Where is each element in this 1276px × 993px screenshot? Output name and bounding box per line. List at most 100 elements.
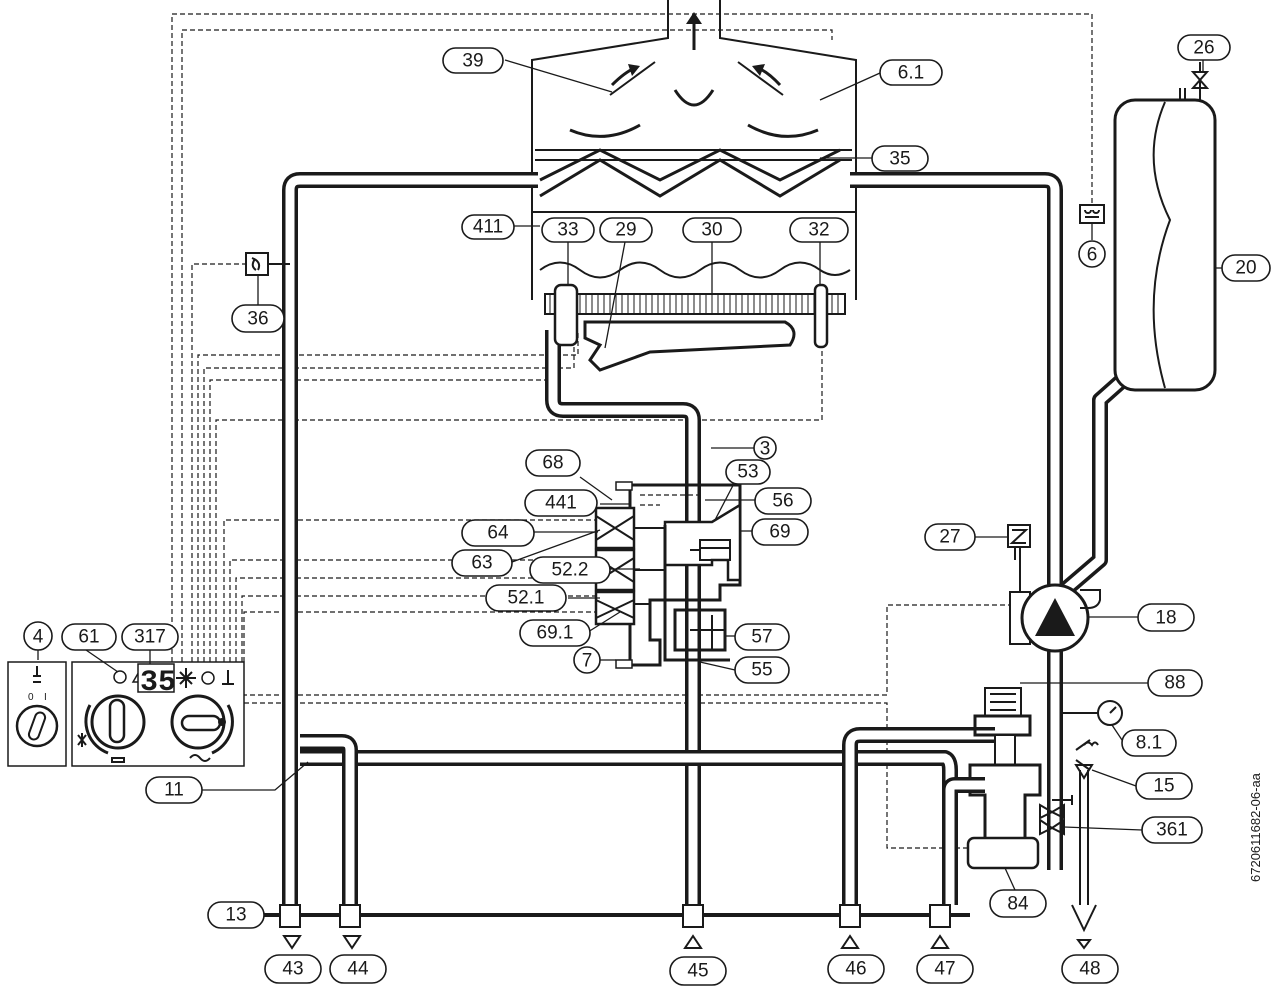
label-52-1: 52.1: [485, 584, 567, 612]
label-317: 317: [121, 623, 179, 651]
service-icon: [176, 668, 196, 688]
svg-text:57: 57: [751, 627, 772, 648]
label-48: 48: [1061, 954, 1119, 984]
svg-text:361: 361: [1156, 820, 1188, 841]
label-411: 411: [461, 214, 515, 240]
control-wiring: [171, 13, 1093, 849]
label-44: 44: [329, 954, 387, 984]
burner-status-icon: [113, 670, 127, 684]
svg-text:64: 64: [487, 523, 509, 544]
svg-text:32: 32: [808, 220, 829, 241]
gas-valve: [594, 481, 742, 669]
svg-text:15: 15: [1153, 776, 1174, 797]
svg-text:20: 20: [1235, 258, 1256, 279]
svg-text:46: 46: [845, 959, 866, 980]
temperature-sensor: [245, 252, 290, 276]
label-26: 26: [1177, 34, 1231, 61]
control-panel: 0 I 35: [7, 661, 245, 767]
svg-text:52.1: 52.1: [508, 588, 545, 609]
diverter-valve: [942, 687, 1042, 870]
document-code: 6720611682-06-aa: [1248, 772, 1263, 882]
svg-text:45: 45: [687, 961, 708, 982]
svg-text:53: 53: [737, 462, 758, 483]
label-35: 35: [871, 145, 929, 172]
svg-text:18: 18: [1155, 608, 1176, 629]
svg-text:56: 56: [772, 491, 793, 512]
label-36: 36: [231, 304, 285, 333]
svg-text:44: 44: [347, 959, 369, 980]
svg-text:27: 27: [939, 527, 960, 548]
label-56: 56: [754, 487, 812, 515]
label-43: 43: [264, 954, 322, 984]
label-20: 20: [1221, 254, 1271, 282]
label-84: 84: [989, 889, 1047, 918]
label-33: 33: [541, 217, 595, 243]
reference-labels: 39 6.1 35 411 33 29 30 32 36 6 26 20 3 6…: [23, 34, 1271, 986]
leader-lines: [37, 59, 1222, 916]
label-29: 29: [599, 217, 653, 243]
label-45: 45: [669, 956, 727, 986]
label-68: 68: [525, 449, 581, 477]
svg-text:43: 43: [282, 959, 303, 980]
valves-and-gauge: [1007, 524, 1123, 950]
svg-text:68: 68: [542, 453, 563, 474]
svg-text:88: 88: [1164, 673, 1185, 694]
svg-text:13: 13: [225, 905, 246, 926]
label-63: 63: [451, 549, 513, 577]
svg-text:411: 411: [473, 217, 503, 238]
svg-text:69: 69: [769, 522, 790, 543]
flue-hood: [531, 0, 857, 300]
switch-off-label: 0: [28, 692, 34, 703]
label-11: 11: [145, 776, 203, 804]
svg-text:29: 29: [615, 220, 636, 241]
label-69: 69: [751, 518, 809, 546]
svg-text:30: 30: [701, 220, 722, 241]
label-8-1: 8.1: [1121, 729, 1177, 757]
heating-temperature-knob[interactable]: [84, 694, 146, 755]
label-15: 15: [1135, 772, 1193, 800]
label-13: 13: [207, 901, 265, 929]
svg-text:69.1: 69.1: [537, 623, 574, 644]
svg-text:39: 39: [462, 51, 483, 72]
svg-text:35: 35: [889, 149, 910, 170]
svg-text:3: 3: [760, 439, 771, 460]
pump: [1009, 583, 1101, 653]
svg-text:8.1: 8.1: [1136, 733, 1162, 754]
svg-text:6.1: 6.1: [898, 63, 924, 84]
svg-text:52.2: 52.2: [552, 560, 589, 581]
heating-icon: [111, 757, 125, 763]
svg-text:55: 55: [751, 660, 772, 681]
power-icon: [33, 666, 41, 683]
flue-sensor: [1079, 204, 1105, 224]
svg-text:48: 48: [1079, 959, 1100, 980]
label-53: 53: [725, 459, 771, 485]
svg-text:61: 61: [78, 627, 99, 648]
main-switch[interactable]: [15, 704, 59, 748]
label-69-1: 69.1: [519, 619, 591, 647]
hot-water-icon: [189, 754, 211, 762]
label-57: 57: [734, 623, 790, 651]
reset-icon[interactable]: [201, 671, 215, 685]
label-61: 61: [61, 623, 117, 651]
svg-text:6: 6: [1087, 245, 1098, 266]
svg-text:11: 11: [164, 780, 184, 801]
label-46: 46: [827, 954, 885, 984]
label-55: 55: [734, 656, 790, 684]
label-30: 30: [682, 217, 742, 243]
label-18: 18: [1137, 603, 1195, 632]
label-6-1: 6.1: [879, 59, 943, 86]
label-27: 27: [924, 523, 976, 551]
hot-water-temperature-knob[interactable]: [170, 694, 234, 755]
frost-protection-icon: [77, 733, 87, 747]
label-64: 64: [461, 519, 535, 547]
switch-on-label: I: [44, 692, 47, 703]
label-3: 3: [753, 436, 777, 460]
label-441: 441: [524, 489, 598, 517]
expansion-vessel: [1113, 62, 1217, 392]
label-47: 47: [916, 954, 974, 984]
label-39: 39: [442, 47, 504, 74]
display-value: 35: [140, 666, 176, 700]
svg-text:26: 26: [1193, 38, 1214, 59]
label-88: 88: [1147, 669, 1203, 697]
chimney-sweep-icon[interactable]: [222, 670, 234, 685]
